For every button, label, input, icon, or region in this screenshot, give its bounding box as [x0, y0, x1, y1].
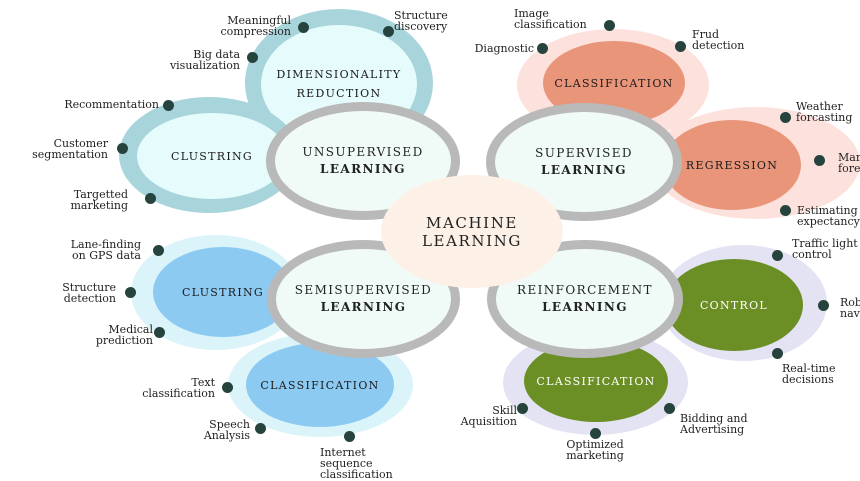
label-bidding-advertising: Bidding and Advertising — [680, 412, 748, 436]
bullet-dot — [779, 111, 791, 123]
clustring-unsupervised-circle[interactable]: CLUSTRING — [137, 113, 287, 199]
bullet-dot — [221, 381, 233, 393]
label-text-classification: Text classification — [142, 376, 215, 400]
bullet-dot — [144, 192, 156, 204]
label-estimating-expectancy: Estimating life expectancy — [797, 204, 860, 228]
bullet-dot — [152, 244, 164, 256]
label-robot-navigation: Robot navigation — [840, 296, 860, 320]
label-image-classification: Image classification — [514, 7, 587, 31]
bullet-dot — [817, 299, 829, 311]
label-frud-detection: Frud detection — [692, 28, 745, 52]
label-big-data-visualization: Big data visualization — [169, 48, 240, 72]
label-market-forecasting: Market forecasting — [838, 151, 860, 175]
bullet-dot — [813, 154, 825, 166]
label-skill-aquisition: Skill Aquisition — [460, 404, 517, 428]
bullet-dot — [124, 286, 136, 298]
control-circle[interactable]: CONTROL — [665, 259, 803, 351]
label-traffic-light-control: Traffic light control — [792, 237, 858, 261]
bullet-dot — [162, 99, 174, 111]
bullet-dot — [603, 19, 615, 31]
bullet-dot — [343, 430, 355, 442]
bullet-dot — [116, 142, 128, 154]
label-diagnostic: Diagnostic — [474, 42, 534, 55]
label-structure-detection: Structure detection — [62, 281, 116, 305]
label-speech-analysis: Speech Analysis — [203, 418, 250, 442]
bullet-dot — [254, 422, 266, 434]
bullet-dot — [536, 42, 548, 54]
bullet-dot — [779, 204, 791, 216]
label-targetted-marketing: Targetted marketing — [70, 188, 129, 212]
bullet-dot — [663, 402, 675, 414]
bullet-dot — [516, 402, 528, 414]
bullet-dot — [771, 347, 783, 359]
label-medical-prediction: Medical prediction — [95, 323, 153, 347]
regression-circle[interactable]: REGRESSION — [663, 120, 801, 210]
label-meaningful-compression: Meaningful compression — [220, 14, 291, 38]
label-structure-discovery: Structure discovery — [394, 9, 448, 33]
bullet-dot — [246, 51, 258, 63]
label-customer-segmentation: Customer segmentation — [32, 137, 108, 161]
bullet-dot — [674, 40, 686, 52]
bullet-dot — [297, 21, 309, 33]
bullet-dot — [771, 249, 783, 261]
label-optimized-marketing: Optimized marketing — [566, 438, 624, 462]
label-recommentation: Recommentation — [64, 98, 159, 111]
label-weather-forcasting: Weather forcasting — [796, 100, 853, 124]
label-realtime-decisions: Real-time decisions — [782, 362, 836, 386]
bullet-dot — [153, 326, 165, 338]
label-lane-finding: Lane-finding on GPS data — [70, 238, 141, 262]
bullet-dot — [589, 427, 601, 439]
bullet-dot — [382, 25, 394, 37]
label-internet-sequence-classification: Internet sequence classification — [320, 446, 393, 481]
